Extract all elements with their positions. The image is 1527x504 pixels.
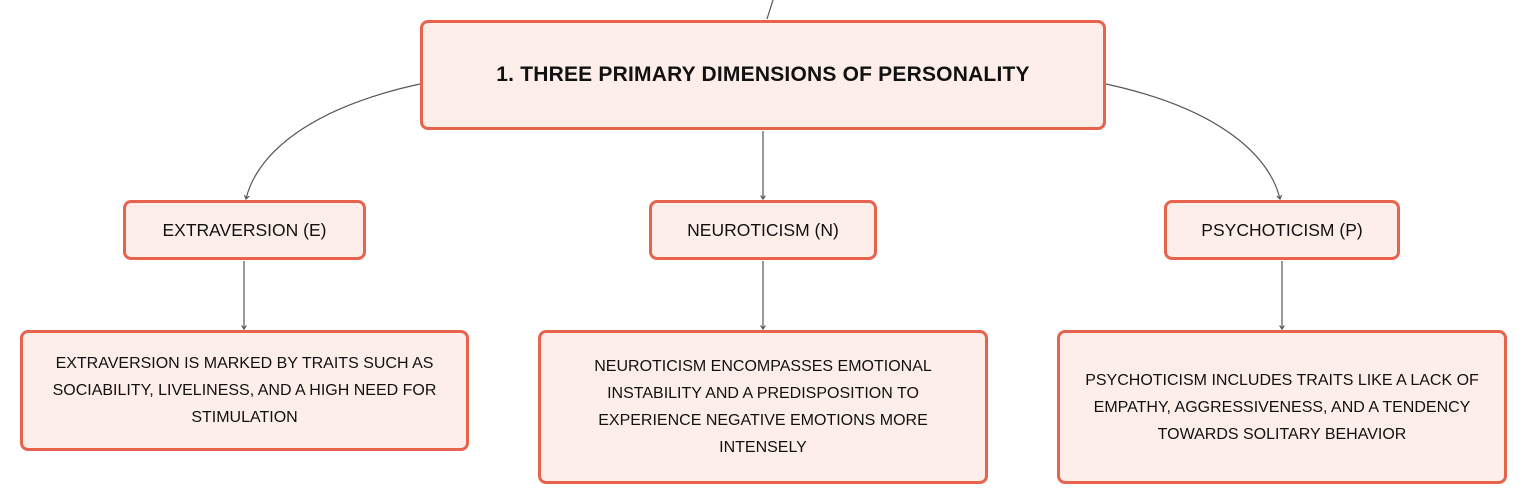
connector-parent-to-root: [766, 0, 774, 20]
connector-root-to-psychoticism: [1105, 83, 1280, 199]
psychoticism-label: PSYCHOTICISM (P): [1201, 219, 1363, 240]
psychoticism-node[interactable]: PSYCHOTICISM (P): [1164, 200, 1400, 260]
extraversion-node[interactable]: EXTRAVERSION (E): [123, 200, 366, 260]
neuroticism-label: NEUROTICISM (N): [687, 219, 839, 240]
neuroticism-description-node[interactable]: NEUROTICISM ENCOMPASSES EMOTIONAL INSTAB…: [538, 330, 988, 484]
neuroticism-description-text: NEUROTICISM ENCOMPASSES EMOTIONAL INSTAB…: [594, 358, 932, 456]
psychoticism-description-node[interactable]: PSYCHOTICISM INCLUDES TRAITS LIKE A LACK…: [1057, 330, 1507, 484]
neuroticism-node[interactable]: NEUROTICISM (N): [649, 200, 877, 260]
psychoticism-description-text: PSYCHOTICISM INCLUDES TRAITS LIKE A LACK…: [1085, 371, 1479, 443]
extraversion-description-text: EXTRAVERSION IS MARKED BY TRAITS SUCH AS…: [52, 355, 437, 426]
root-topic-node[interactable]: 1. THREE PRIMARY DIMENSIONS OF PERSONALI…: [420, 20, 1106, 130]
root-topic-label: 1. THREE PRIMARY DIMENSIONS OF PERSONALI…: [496, 63, 1030, 86]
extraversion-label: EXTRAVERSION (E): [162, 219, 327, 240]
connector-root-to-extraversion: [246, 83, 421, 199]
extraversion-description-node[interactable]: EXTRAVERSION IS MARKED BY TRAITS SUCH AS…: [20, 330, 469, 451]
